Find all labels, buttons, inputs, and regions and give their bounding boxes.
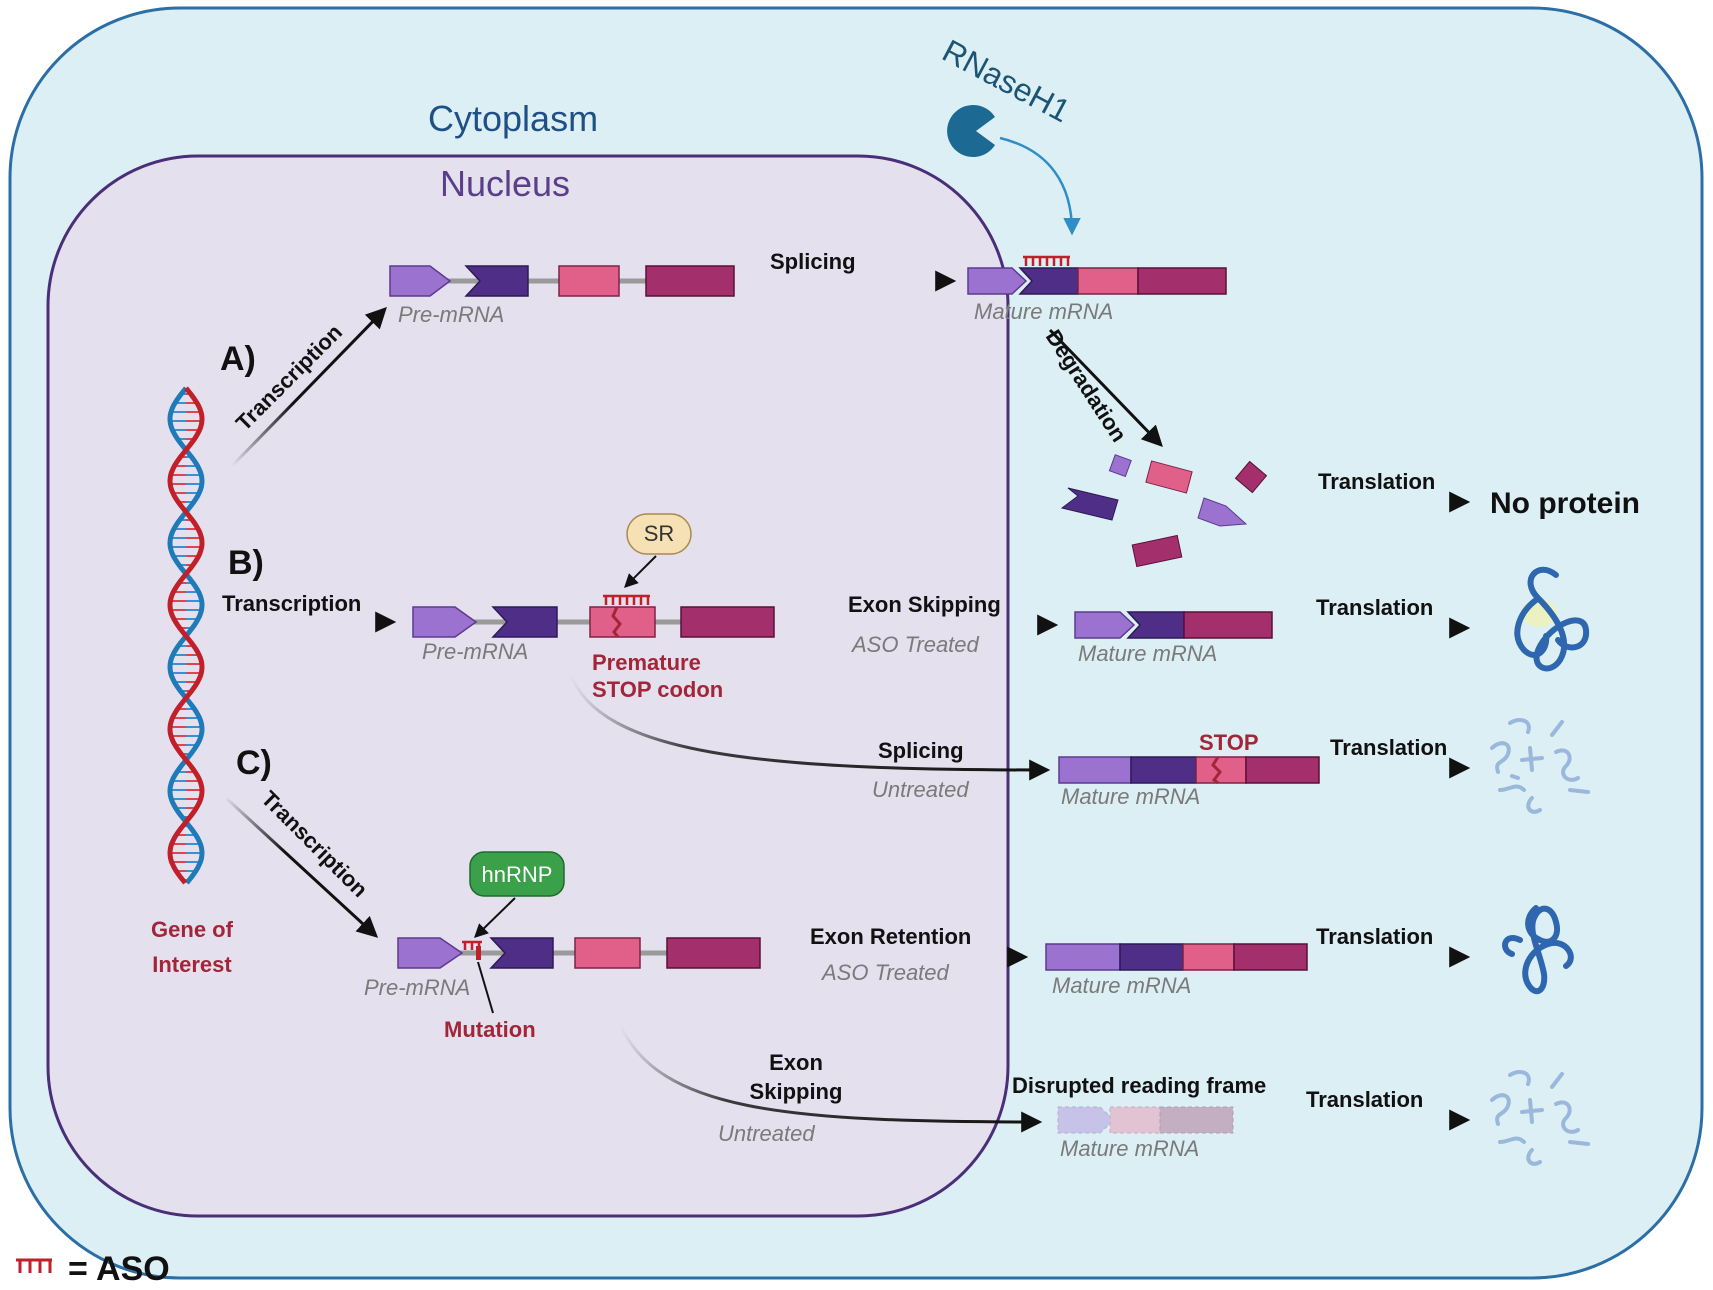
row-a-label: A) — [220, 340, 256, 378]
dna-helix-icon — [167, 386, 205, 885]
misfolded-protein-icon — [1490, 1070, 1590, 1166]
rnaseh1-arrow — [999, 136, 1081, 236]
row-a-splicing-label: Splicing — [770, 249, 856, 274]
row-b-label: B) — [228, 544, 264, 582]
row-b-exon-skipping-label: Exon Skipping — [848, 592, 1001, 617]
folded-protein-icon — [1514, 566, 1590, 672]
row-b-splicing-label: Splicing — [878, 738, 964, 763]
aso-legend-label: = ASO — [68, 1250, 170, 1288]
row-c-untreated-label: Untreated — [718, 1121, 815, 1146]
disrupted-reading-frame-label: Disrupted reading frame — [1012, 1073, 1266, 1098]
mutation-label: Mutation — [444, 1017, 536, 1042]
row-b-untreated-label: Untreated — [872, 777, 969, 802]
row-c-translation-untreated-label: Translation — [1306, 1087, 1423, 1112]
row-c-exon-skipping-line1: Exon — [769, 1050, 823, 1075]
sr-binding-arrow — [624, 555, 657, 588]
degraded-mrna-fragments — [1060, 454, 1268, 568]
row-a-result-label: No protein — [1490, 487, 1640, 520]
exon-2-chevron-shape — [464, 265, 529, 297]
row-b-mature-mrna-treated — [1074, 611, 1273, 639]
row-a-mature-mrna-label: Mature mRNA — [974, 299, 1113, 324]
row-b-mature-mrna-untreated — [1058, 756, 1320, 785]
row-b-stop-tag: STOP — [1199, 730, 1259, 755]
mutation-site-mark — [476, 946, 481, 960]
row-b-transcription-label: Transcription — [222, 591, 361, 616]
row-a-pre-mrna-label: Pre-mRNA — [398, 302, 504, 327]
aso-bound-icon — [603, 594, 650, 605]
aso-bound-icon — [1023, 255, 1070, 266]
mutation-pointer — [477, 961, 494, 1014]
row-b-aso-treated-label: ASO Treated — [850, 632, 980, 657]
hnrnp-protein-badge — [469, 851, 565, 897]
cytoplasm-label: Cytoplasm — [428, 98, 598, 139]
row-b-mature-treated-label: Mature mRNA — [1078, 641, 1217, 666]
row-a-mature-mrna — [967, 255, 1227, 295]
row-c-label: C) — [236, 744, 272, 782]
row-a-pre-mrna — [389, 265, 735, 297]
row-c-mature-untreated-label: Mature mRNA — [1060, 1136, 1199, 1161]
premature-stop-mark — [611, 606, 622, 638]
row-c-pre-mrna-label: Pre-mRNA — [364, 975, 470, 1000]
row-b-splicing-curve — [568, 672, 1051, 781]
row-b-translation-treated-label: Translation — [1316, 595, 1433, 620]
row-c-pre-mrna — [397, 937, 761, 969]
premature-stop-line2: STOP codon — [592, 677, 723, 702]
rnaseh1-pacman-icon — [947, 105, 995, 157]
row-c-mature-mrna-untreated — [1057, 1106, 1234, 1134]
row-b-mature-untreated-label: Mature mRNA — [1061, 784, 1200, 809]
row-b-pre-mrna — [412, 594, 775, 638]
aso-bound-icon — [462, 940, 482, 950]
premature-stop-line1: Premature — [592, 650, 701, 675]
row-b-translation-untreated-label: Translation — [1330, 735, 1447, 760]
aso-legend-icon — [16, 1258, 52, 1273]
row-c-exon-skipping-line2: Skipping — [750, 1079, 843, 1104]
row-b-pre-mrna-label: Pre-mRNA — [422, 639, 528, 664]
folded-protein-icon — [1502, 905, 1574, 995]
sr-protein-badge — [626, 513, 692, 555]
gene-label-line1: Gene of — [151, 917, 234, 942]
row-a-degradation-arrow — [1048, 328, 1163, 448]
hnrnp-protein-label: hnRNP — [482, 862, 553, 887]
row-c-translation-treated-label: Translation — [1316, 924, 1433, 949]
misfolded-protein-icon — [1490, 718, 1590, 814]
gene-label-line2: Interest — [152, 952, 232, 977]
row-c-mature-mrna-treated — [1045, 943, 1308, 971]
exon-3 — [558, 265, 620, 297]
row-a-transcription-arrow — [230, 306, 387, 468]
exon-1-arrow-shape — [389, 265, 452, 297]
hnrnp-binding-arrow — [473, 897, 516, 938]
exon-4 — [645, 265, 735, 297]
row-c-transcription-arrow — [223, 795, 379, 938]
row-c-aso-treated-label: ASO Treated — [820, 960, 950, 985]
row-c-exon-skipping-curve — [618, 1024, 1043, 1133]
row-c-exon-retention-label: Exon Retention — [810, 924, 971, 949]
nucleus-compartment — [46, 154, 1010, 1218]
nucleus-label: Nucleus — [440, 163, 570, 204]
sr-protein-label: SR — [644, 521, 675, 546]
row-c-mature-treated-label: Mature mRNA — [1052, 973, 1191, 998]
row-a-translation-label: Translation — [1318, 469, 1435, 494]
